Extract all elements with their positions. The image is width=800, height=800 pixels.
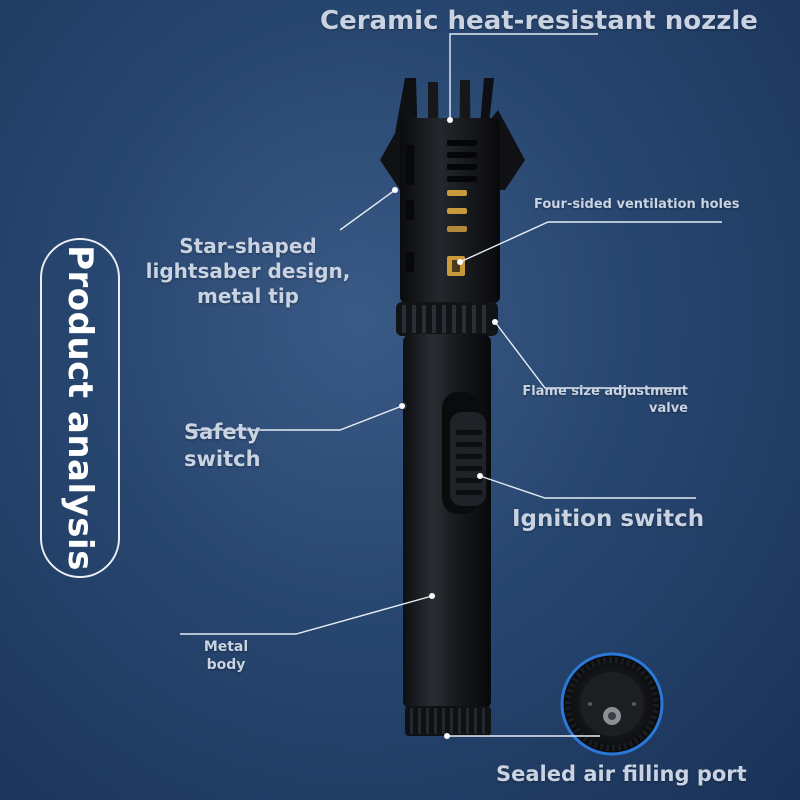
label-flame-line1: Flame size adjustment — [522, 384, 688, 399]
adjustment-ring — [396, 302, 498, 336]
label-metal: Metal body — [196, 638, 256, 674]
pill-title: Product analysis — [60, 245, 100, 571]
label-metal-line1: Metal — [203, 639, 249, 655]
label-metal-line2: body — [206, 657, 246, 673]
label-lightsaber: Star-shaped lightsaber design, metal tip — [140, 234, 356, 309]
label-safety-line1: Safety — [184, 420, 261, 444]
label-sealed: Sealed air filling port — [496, 762, 747, 786]
lighter-head — [380, 78, 525, 303]
label-safety-line2: switch — [184, 447, 261, 471]
leader-nozzle — [449, 33, 598, 120]
label-nozzle: Ceramic heat-resistant nozzle — [320, 6, 758, 36]
product-analysis-pill: Product analysis — [40, 238, 120, 578]
leader-lines — [180, 33, 722, 737]
leader-dots — [392, 117, 498, 739]
label-lightsaber-line3: metal tip — [196, 284, 299, 308]
leader-metal — [180, 595, 433, 635]
label-safety: Safety switch — [184, 419, 284, 473]
leader-lightsaber — [339, 189, 396, 231]
leader-ignition — [479, 475, 696, 499]
bottom-cap — [405, 706, 491, 736]
leader-flame — [494, 321, 686, 389]
label-ignition: Ignition switch — [512, 506, 705, 532]
label-lightsaber-line2: lightsaber design, — [145, 259, 351, 283]
label-flame-line2: valve — [649, 401, 688, 416]
leader-ventilation — [459, 221, 722, 263]
label-flame: Flame size adjustment valve — [512, 383, 688, 417]
label-lightsaber-line1: Star-shaped — [179, 234, 317, 258]
leader-safety — [190, 405, 403, 431]
filling-port-inset — [560, 652, 664, 756]
lighter-body — [403, 334, 491, 709]
label-ventilation: Four-sided ventilation holes — [534, 197, 740, 212]
